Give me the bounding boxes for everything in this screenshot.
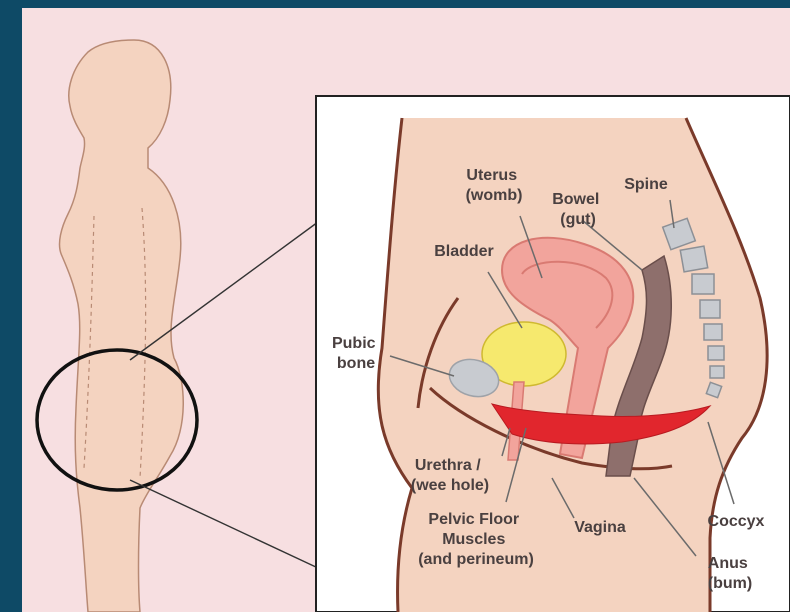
label-uterus-line2: (womb) bbox=[466, 187, 523, 204]
label-anus-line2: (bum) bbox=[708, 575, 752, 592]
body-silhouette bbox=[60, 40, 184, 612]
label-anus-line1: Anus bbox=[708, 555, 748, 572]
label-urethra-line1: Urethra / bbox=[415, 457, 481, 474]
label-vagina: Vagina bbox=[574, 519, 626, 536]
label-pelvic-floor-line2: Muscles bbox=[442, 531, 505, 548]
diagram-frame: Uterus (womb) Spine Bowel (gut) Bladder … bbox=[22, 8, 790, 612]
label-bladder: Bladder bbox=[434, 243, 494, 260]
label-pubic-bone-line2: bone bbox=[337, 355, 375, 372]
label-uterus-line1: Uterus bbox=[466, 167, 517, 184]
label-pelvic-floor-line3: (and perineum) bbox=[418, 551, 534, 568]
label-bowel-line1: Bowel bbox=[552, 191, 599, 208]
zoom-line-bottom bbox=[130, 480, 318, 568]
label-bowel-line2: (gut) bbox=[560, 211, 596, 228]
label-pubic-bone-line1: Pubic bbox=[332, 335, 376, 352]
label-pelvic-floor-line1: Pelvic Floor bbox=[428, 511, 519, 528]
inset-panel: Uterus (womb) Spine Bowel (gut) Bladder … bbox=[316, 96, 790, 612]
label-coccyx: Coccyx bbox=[708, 513, 765, 530]
pelvic-anatomy-diagram: Uterus (womb) Spine Bowel (gut) Bladder … bbox=[22, 8, 790, 612]
label-urethra-line2: (wee hole) bbox=[411, 477, 489, 494]
label-spine: Spine bbox=[624, 176, 668, 193]
